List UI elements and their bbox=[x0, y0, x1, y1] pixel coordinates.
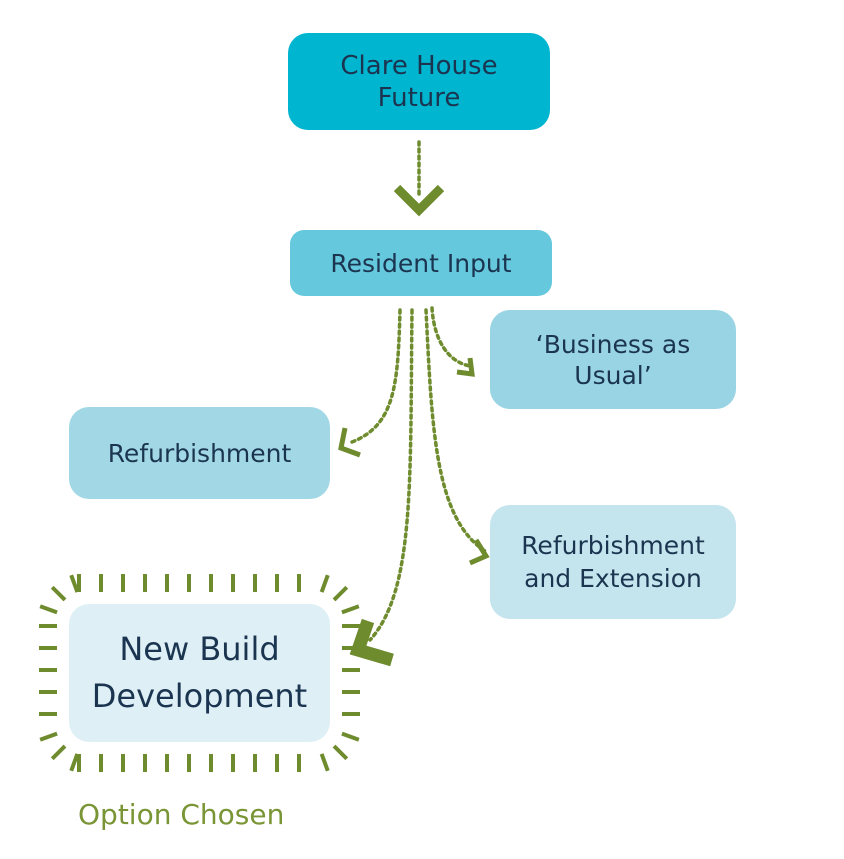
highlight-ray bbox=[69, 574, 80, 593]
connector-line bbox=[350, 308, 402, 444]
clare-house-future-label: Clare House Future bbox=[340, 50, 498, 113]
new-build-development-node: New Build Development bbox=[69, 604, 330, 742]
clare-house-future-node: Clare House Future bbox=[288, 33, 550, 130]
resident-input-label: Resident Input bbox=[330, 248, 512, 278]
business-as-usual-node: ‘Business as Usual’ bbox=[490, 310, 736, 409]
connector-line bbox=[424, 308, 487, 553]
refurbishment-label: Refurbishment bbox=[107, 438, 292, 468]
highlight-ray bbox=[341, 731, 360, 742]
option-chosen-label: Option Chosen bbox=[78, 798, 285, 831]
arrowhead-icon bbox=[468, 538, 490, 566]
highlight-ray bbox=[332, 585, 349, 602]
arrowhead-icon bbox=[349, 618, 394, 667]
new-build-development-label: New Build Development bbox=[91, 630, 308, 715]
highlight-ray bbox=[39, 604, 58, 615]
arrowhead-icon bbox=[456, 357, 475, 377]
highlight-ray bbox=[341, 604, 360, 615]
highlight-ray bbox=[50, 744, 67, 761]
highlight-ray bbox=[69, 753, 80, 772]
highlight-ray bbox=[332, 744, 349, 761]
highlight-ray bbox=[50, 585, 67, 602]
connector-line bbox=[430, 306, 472, 368]
highlight-ray bbox=[319, 574, 330, 593]
arrowhead-icon bbox=[393, 184, 445, 217]
refurbishment-extension-node: Refurbishment and Extension bbox=[490, 505, 736, 619]
refurbishment-node: Refurbishment bbox=[69, 407, 330, 499]
refurbishment-extension-label: Refurbishment and Extension bbox=[521, 531, 705, 593]
business-as-usual-label: ‘Business as Usual’ bbox=[535, 329, 691, 390]
connector-line bbox=[368, 308, 414, 642]
resident-input-node: Resident Input bbox=[290, 230, 552, 296]
arrowhead-icon bbox=[338, 427, 361, 458]
highlight-ray bbox=[39, 731, 58, 742]
highlight-ray bbox=[319, 753, 330, 772]
